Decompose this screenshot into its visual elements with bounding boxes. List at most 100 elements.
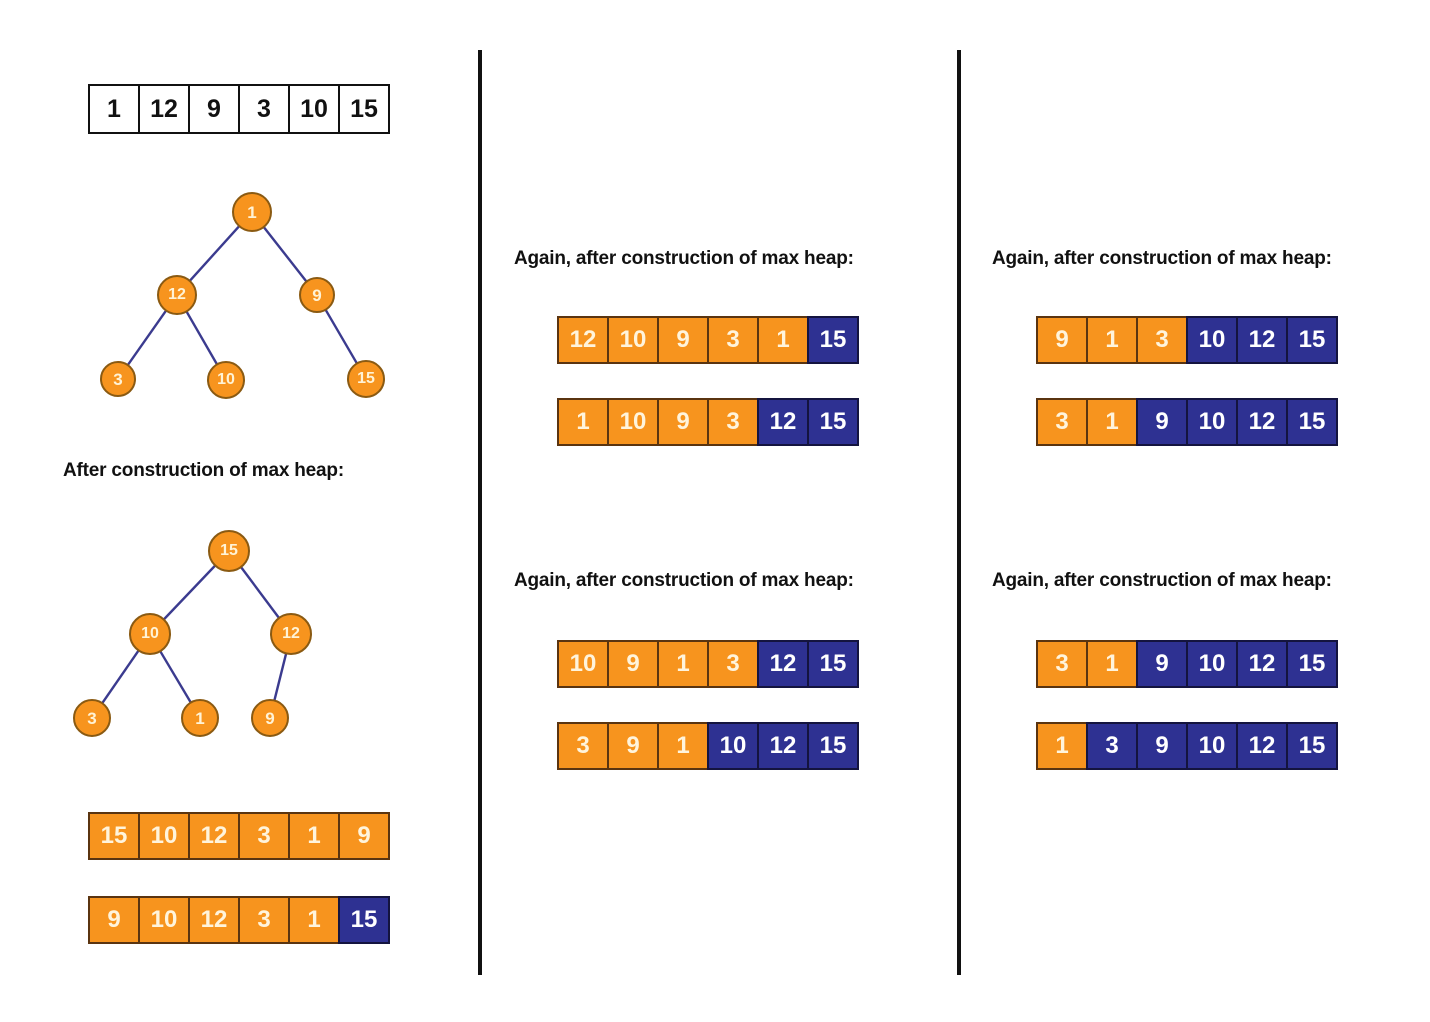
array-cell: 15 <box>1286 722 1338 770</box>
array-cell: 3 <box>238 896 290 944</box>
array-cell: 10 <box>1186 722 1238 770</box>
array-cell: 10 <box>138 812 190 860</box>
array-cell: 9 <box>188 84 240 134</box>
array-cell: 9 <box>1036 316 1088 364</box>
array-cell: 15 <box>88 812 140 860</box>
array-cell: 12 <box>757 398 809 446</box>
array-cell: 15 <box>807 640 859 688</box>
tree-node: 15 <box>347 360 385 398</box>
left-heading: After construction of max heap: <box>63 460 344 481</box>
array-cell: 1 <box>557 398 609 446</box>
tree-edges <box>126 225 358 366</box>
array-cell: 3 <box>1086 722 1138 770</box>
array-cell: 12 <box>188 896 240 944</box>
array-cell: 15 <box>807 722 859 770</box>
array-cell: 9 <box>88 896 140 944</box>
array-cell: 15 <box>1286 398 1338 446</box>
array-cell: 9 <box>1136 722 1188 770</box>
tree-edges <box>101 564 288 704</box>
tree-edge <box>126 309 168 366</box>
array-cell: 9 <box>607 640 659 688</box>
tree-node: 3 <box>100 361 136 397</box>
column-divider-right <box>957 50 961 975</box>
array-cell: 15 <box>338 896 390 944</box>
array-cell: 9 <box>1136 398 1188 446</box>
tree-edge <box>101 649 140 704</box>
array-cell: 1 <box>88 84 140 134</box>
column-divider-left <box>478 50 482 975</box>
tree-node: 3 <box>73 699 111 737</box>
middle-group-1-heading: Again, after construction of max heap: <box>514 248 854 269</box>
tree-node: 9 <box>299 277 335 313</box>
array-cell: 10 <box>1186 640 1238 688</box>
array-cell: 9 <box>1136 640 1188 688</box>
array-cell: 12 <box>138 84 190 134</box>
array-cell: 3 <box>1036 398 1088 446</box>
array-cell: 1 <box>288 812 340 860</box>
array-cell: 12 <box>1236 398 1288 446</box>
array-cell: 1 <box>288 896 340 944</box>
array-cell: 10 <box>138 896 190 944</box>
right-group-2-heading: Again, after construction of max heap: <box>992 570 1332 591</box>
array-cell: 15 <box>338 84 390 134</box>
array-cell: 3 <box>707 316 759 364</box>
tree-edge <box>324 309 358 365</box>
array-cell: 12 <box>1236 316 1288 364</box>
array-cell: 3 <box>707 398 759 446</box>
tree-node: 10 <box>129 613 171 655</box>
tree-edge <box>159 650 192 704</box>
array-cell: 3 <box>1136 316 1188 364</box>
array-cell: 10 <box>607 316 659 364</box>
array-cell: 10 <box>557 640 609 688</box>
array-cell: 12 <box>188 812 240 860</box>
tree-edge <box>240 566 280 619</box>
array-cell: 15 <box>807 398 859 446</box>
array-cell: 3 <box>707 640 759 688</box>
array-cell: 12 <box>557 316 609 364</box>
array-cell: 15 <box>1286 640 1338 688</box>
array-cell: 1 <box>757 316 809 364</box>
array-cell: 10 <box>1186 398 1238 446</box>
array-cell: 9 <box>657 316 709 364</box>
tree-edge <box>185 310 219 366</box>
tree-node: 1 <box>232 192 272 232</box>
array-cell: 3 <box>238 812 290 860</box>
tree-node: 1 <box>181 699 219 737</box>
tree-node: 10 <box>207 361 245 399</box>
array-cell: 15 <box>807 316 859 364</box>
tree-node: 12 <box>270 613 312 655</box>
array-cell: 10 <box>607 398 659 446</box>
tree-edge <box>262 226 308 283</box>
tree-node: 15 <box>208 530 250 572</box>
tree-node: 9 <box>251 699 289 737</box>
tree-node: 12 <box>157 275 197 315</box>
array-cell: 15 <box>1286 316 1338 364</box>
array-cell: 1 <box>657 722 709 770</box>
array-cell: 12 <box>1236 722 1288 770</box>
array-cell: 12 <box>757 722 809 770</box>
array-cell: 9 <box>338 812 390 860</box>
array-cell: 1 <box>657 640 709 688</box>
array-cell: 10 <box>707 722 759 770</box>
array-cell: 1 <box>1086 640 1138 688</box>
array-cell: 1 <box>1086 316 1138 364</box>
tree-edge <box>162 564 217 621</box>
right-group-1-heading: Again, after construction of max heap: <box>992 248 1332 269</box>
array-cell: 3 <box>557 722 609 770</box>
array-cell: 9 <box>607 722 659 770</box>
tree-edge <box>188 225 241 282</box>
array-cell: 12 <box>757 640 809 688</box>
